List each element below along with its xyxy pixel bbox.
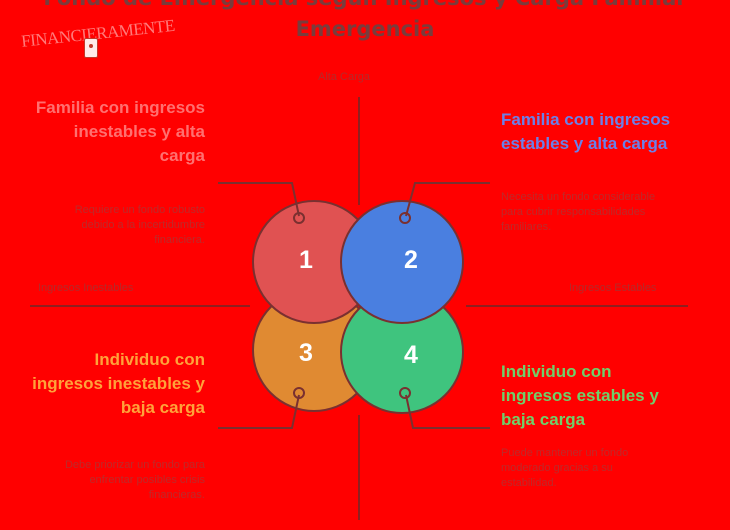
quadrant-1-description: Requiere un fondo robusto debido a la in…	[74, 204, 205, 246]
diagram-title: Fondo de Emergencia según Ingresos y Car…	[0, 0, 730, 12]
quadrant-1-heading: Familia con ingresos inestables y alta c…	[35, 98, 205, 165]
flag-icon	[84, 38, 98, 58]
connector-dot-1	[293, 212, 305, 224]
circle-number-1: 1	[299, 246, 313, 274]
quadrant-2-description: Necesita un fondo considerable para cubr…	[501, 191, 656, 233]
diagram-title-line-2: Emergencia	[295, 17, 435, 41]
circle-number-3: 3	[299, 339, 313, 367]
quadrant-4-heading: Individuo con ingresos estables y baja c…	[501, 362, 659, 429]
quadrant-3-description: Debe priorizar un fondo para enfrentar p…	[64, 459, 205, 501]
circle-number-4: 4	[404, 341, 418, 369]
connector-dot-3	[293, 387, 305, 399]
connector-2	[405, 182, 490, 217]
connector-dot-4	[399, 387, 411, 399]
connector-3	[218, 394, 300, 429]
axis-label-unstable-income: Ingresos Inestables	[38, 282, 134, 294]
quadrant-4-description: Puede mantener un fondo moderado gracias…	[501, 447, 629, 489]
connector-4	[405, 394, 490, 429]
axis-label-stable-income: Ingresos Estables	[569, 282, 657, 294]
connector-dot-2	[399, 212, 411, 224]
circle-2	[340, 200, 464, 324]
connector-1	[218, 182, 300, 217]
quadrant-2-heading: Familia con ingresos estables y alta car…	[501, 110, 671, 153]
circle-number-2: 2	[404, 246, 418, 274]
axis-label-high-load: Alta Carga	[318, 71, 370, 83]
quadrant-3-heading: Individuo con ingresos inestables y baja…	[32, 350, 205, 417]
